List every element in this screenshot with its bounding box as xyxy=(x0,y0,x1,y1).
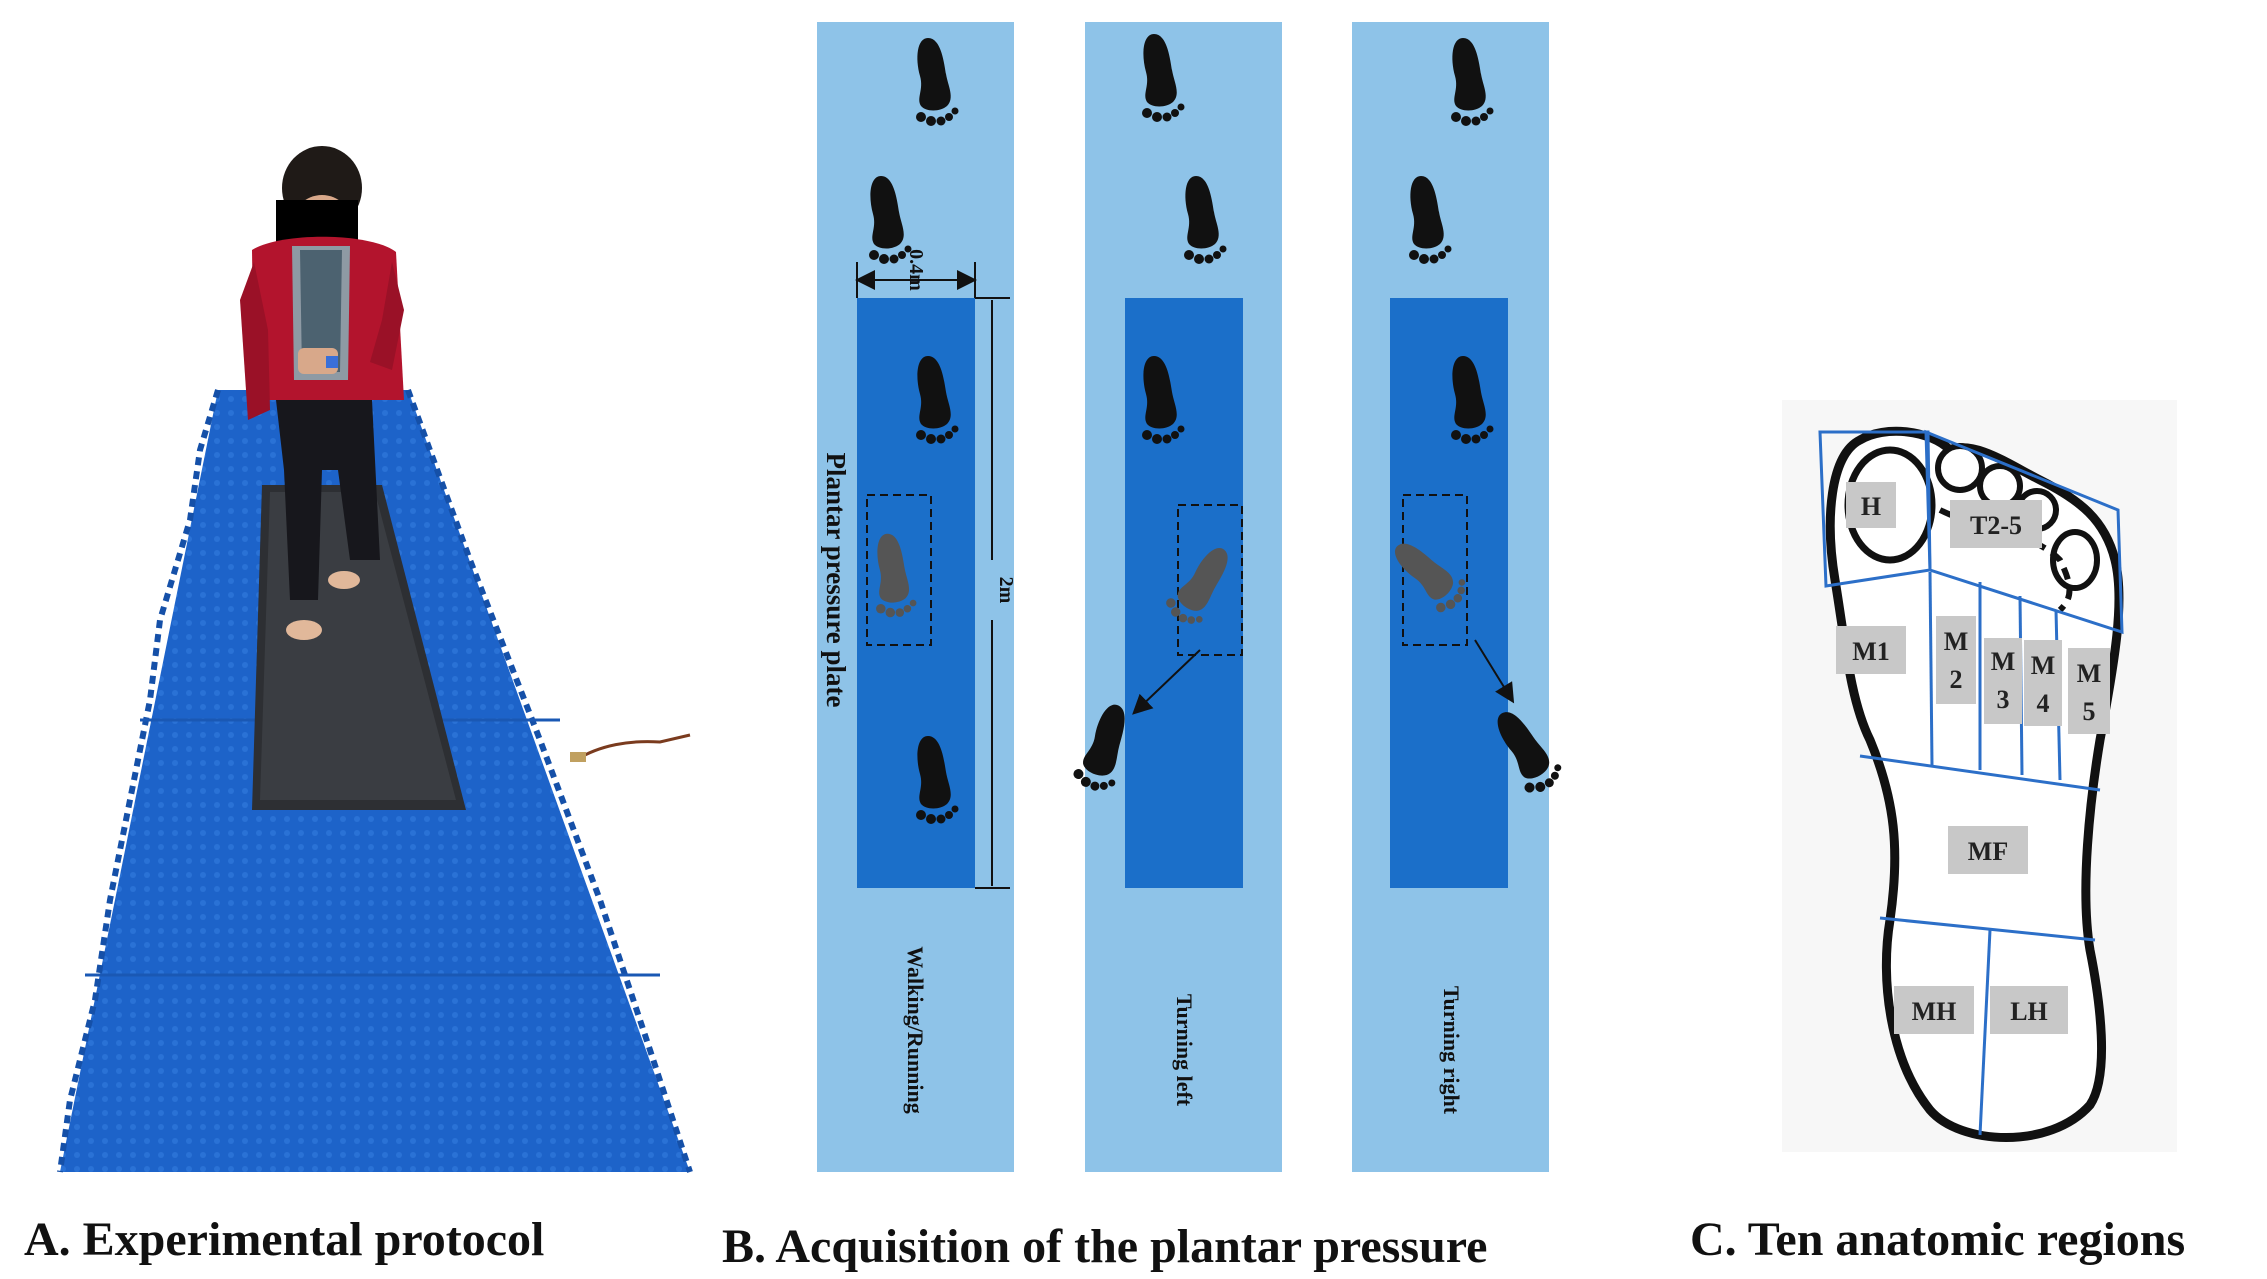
region-label-m5-bottom: 5 xyxy=(2083,697,2096,726)
region-label-mf: MF xyxy=(1968,837,2008,866)
region-label-m5-top: M xyxy=(2077,659,2102,688)
turn-arrow xyxy=(1474,639,1515,704)
contact-box xyxy=(1177,504,1243,656)
region-label-t2-5: T2-5 xyxy=(1970,511,2022,540)
toe-dash-line xyxy=(1938,507,2073,613)
panel-c-diagram: H T2-5 M1 M 2 M 3 M 4 M 5 MF MH LH xyxy=(1782,400,2177,1152)
region-label-m1: M1 xyxy=(1852,637,1890,666)
region-label-box xyxy=(1894,986,1974,1034)
cable-connector xyxy=(570,752,586,762)
region-label-m4-top: M xyxy=(2031,651,2056,680)
region-label-box xyxy=(1990,986,2068,1034)
panel-c-caption: C. Ten anatomic regions xyxy=(1690,1213,2185,1266)
lane-label-turning-right: Turning right xyxy=(1439,986,1464,1115)
panel-a-photo xyxy=(57,146,693,1173)
pressure-plate-walking xyxy=(857,298,975,888)
region-label-m2-top: M xyxy=(1944,627,1969,656)
region-label-m3-top: M xyxy=(1991,647,2016,676)
panel-a-caption: A. Experimental protocol xyxy=(24,1213,544,1266)
region-label-m2-bottom: 2 xyxy=(1950,665,1963,694)
region-label-box xyxy=(1936,616,1976,704)
region-label-mh: MH xyxy=(1912,997,1957,1026)
mat-left-edge xyxy=(57,389,221,1173)
length-label: 2m xyxy=(995,577,1017,604)
region-label-box xyxy=(1984,638,2022,724)
plate-cable xyxy=(575,733,691,762)
contact-box xyxy=(866,494,932,646)
face-blur-box xyxy=(276,200,358,242)
lane-label-turning-left: Turning left xyxy=(1172,994,1197,1107)
lane-label-walking: Walking/Running xyxy=(903,946,928,1114)
length-dimension xyxy=(975,297,1010,889)
region-label-m3-bottom: 3 xyxy=(1997,685,2010,714)
pressure-plate-turning-right xyxy=(1390,298,1508,888)
turn-arrow xyxy=(1132,649,1201,715)
region-label-lh: LH xyxy=(2010,997,2048,1026)
width-label: 0.4m xyxy=(905,249,927,291)
width-dimension xyxy=(855,262,977,298)
region-label-h: H xyxy=(1861,492,1881,521)
region-label-box xyxy=(2068,648,2110,734)
child-figure xyxy=(240,146,404,640)
region-label-box xyxy=(1846,482,1896,528)
region-label-box xyxy=(1948,826,2028,874)
panel-b-diagram: Plantar pressure plate 0.4m 2m Walking/R… xyxy=(817,22,1568,1172)
region-label-box xyxy=(2024,640,2062,726)
plate-label: Plantar pressure plate xyxy=(821,453,851,708)
region-labels: H T2-5 M1 M 2 M 3 M 4 M 5 MF MH LH xyxy=(1836,482,2110,1034)
contact-box xyxy=(1402,494,1468,646)
region-label-box xyxy=(1950,500,2042,548)
region-toes-2-5 xyxy=(1924,429,2124,635)
region-label-m4-bottom: 4 xyxy=(2037,689,2050,718)
region-lines xyxy=(1818,429,2124,1136)
panel-b-caption: B. Acquisition of the plantar pressure xyxy=(722,1220,1487,1273)
region-label-box xyxy=(1836,626,1906,674)
